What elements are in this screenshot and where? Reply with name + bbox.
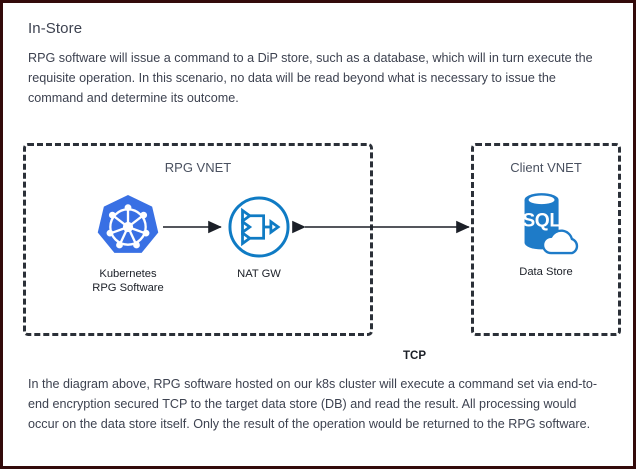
zone-rpg-vnet: RPG VNET (23, 143, 373, 336)
nat-gateway-icon (199, 191, 319, 263)
kubernetes-icon (68, 191, 188, 263)
node-kubernetes-label: Kubernetes RPG Software (92, 268, 164, 294)
footer-paragraph: In the diagram above, RPG software hoste… (28, 377, 598, 431)
architecture-diagram: RPG VNET Client VNET (3, 131, 633, 362)
node-data-store-label: Data Store (519, 266, 573, 278)
page-title: In-Store (28, 20, 83, 37)
zone-rpg-vnet-label: RPG VNET (164, 160, 232, 175)
zone-client-vnet: Client VNET (471, 143, 621, 336)
node-data-store[interactable]: SQL Data Store (486, 189, 606, 280)
zone-client-vnet-label: Client VNET (510, 160, 582, 175)
intro-paragraph: RPG software will issue a command to a D… (28, 51, 593, 105)
connector-label-tcp: TCP (401, 350, 428, 362)
node-nat-gateway-label: NAT GW (237, 268, 281, 280)
sql-database-cloud-icon: SQL (486, 189, 606, 261)
node-kubernetes[interactable]: Kubernetes RPG Software (68, 191, 188, 295)
node-nat-gateway[interactable]: NAT GW (199, 191, 319, 282)
svg-text:SQL: SQL (522, 210, 561, 231)
